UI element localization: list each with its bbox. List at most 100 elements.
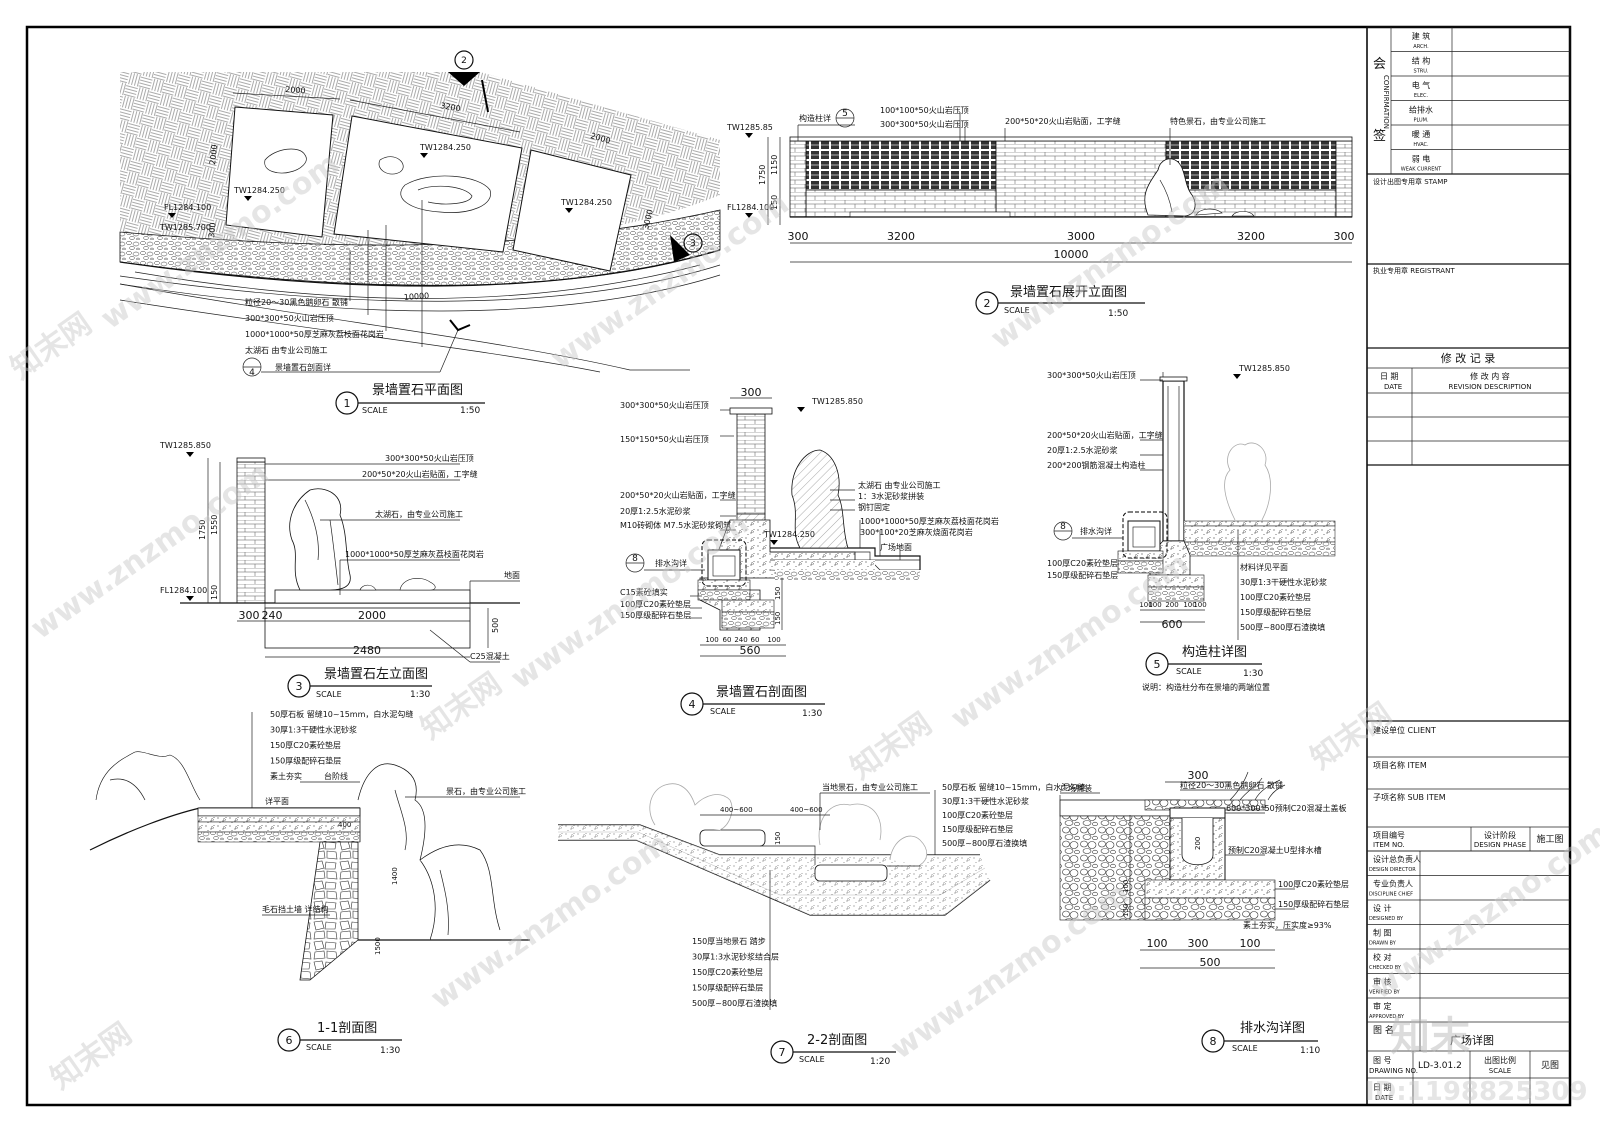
elev-tw: TW1285.85 [726, 123, 773, 132]
sec6-rock: 景石，由专业公司施工 [446, 786, 526, 796]
sec8-dim-1: 300 [1188, 937, 1209, 950]
view2-scale-label: SCALE [1004, 306, 1030, 315]
confirm-en: CONFIRMATION [1382, 75, 1390, 129]
view8-scale-label: SCALE [1232, 1044, 1258, 1053]
cut-marker-2-num: 2 [461, 56, 467, 66]
sec8-label-2: 600*300*50预制C20混凝土盖板 [1226, 803, 1346, 813]
view7-title: 2-2剖面图 [807, 1033, 867, 1048]
people-en-4: CHECKED BY [1369, 965, 1402, 971]
people-en-2: DESIGNED BY [1369, 916, 1404, 922]
sec8-v100: 100 [1122, 880, 1130, 893]
sec5-right-label-1: 30厚1:3干硬性水泥砂浆 [1240, 577, 1327, 587]
elev-h2: 1150 [770, 155, 779, 175]
view2-num: 2 [984, 297, 991, 310]
sec8-label-3: 预制C20混凝土U型排水槽 [1228, 845, 1322, 855]
sec7-d1: 400~600 [720, 806, 753, 814]
elev-h1: 1750 [758, 165, 767, 185]
discipline-en-1: STRU. [1414, 69, 1429, 75]
sec6-detail: 详平面 [265, 796, 289, 806]
sec4-dim-3: 60 [751, 636, 760, 644]
sec5-dim-0: 100 [1139, 601, 1152, 609]
elev-label-1: 300*300*50火山岩压顶 [880, 119, 969, 129]
sec4-dim-4: 100 [767, 636, 780, 644]
sec7-bottom-label-0: 150厚当地景石 踏步 [692, 936, 766, 946]
people-cn-3: 制 图 [1373, 928, 1392, 938]
plan-elev-3: TW1284.250 [560, 198, 612, 207]
drawing-no-cn: 图 号 [1373, 1056, 1392, 1065]
watermark-layer: www.znzmo.com www.znzmo.com www.znzmo.co… [5, 146, 1600, 1107]
left-dim-2000: 2000 [358, 609, 386, 622]
sec5-column [1162, 380, 1185, 542]
view6-title: 1-1剖面图 [317, 1021, 377, 1036]
drawing-title-cn: 图 名 [1373, 1024, 1394, 1036]
sec6-label-1: 30厚1:3干硬性水泥砂浆 [270, 725, 357, 735]
sec5-label-2: 20厚1:2.5水泥砂浆 [1047, 445, 1118, 455]
left-h2: 1550 [210, 515, 219, 535]
people-en-3: DRAWN BY [1369, 941, 1397, 947]
view4-scale-label: SCALE [710, 707, 736, 716]
plan-slab-3 [512, 149, 632, 272]
item-label: 项目名称 ITEM [1373, 760, 1427, 770]
left-dim-240: 240 [262, 609, 283, 622]
sec4-right-label-1: 1：3水泥砂浆拼装 [858, 491, 924, 501]
discipline-en-4: HVAC. [1413, 142, 1429, 148]
elev-dim-0: 300 [788, 230, 809, 243]
view2-title: 景墙置石展开立面图 [1010, 285, 1127, 300]
people-cn-6: 审 定 [1373, 1001, 1392, 1011]
sec4-drain-ref: 排水沟详 [655, 558, 687, 568]
sec8-label-0: 广场铺装 [1060, 783, 1092, 793]
plan-fl: FL1284.100 [164, 203, 211, 212]
plan-slab-2 [333, 115, 523, 253]
view8-title: 排水沟详图 [1240, 1021, 1305, 1036]
sec6-step-line: 台阶线 [324, 771, 348, 781]
discipline-en-5: WEAK CURRENT [1401, 167, 1442, 173]
view6-num: 6 [286, 1034, 293, 1047]
sec7-bottom-label-1: 30厚1:3水泥砂浆结合层 [692, 952, 779, 962]
plan-dim-3200: 3200 [440, 101, 462, 113]
sec7-bottom-label-4: 500厚~800厚石渣换填 [692, 998, 777, 1008]
sec4-left-label-7: 150厚级配碎石垫层 [620, 610, 691, 620]
column-detail-view: TW1285.850 300*300*50火山岩压顶200*50*20火山岩贴面… [1047, 364, 1336, 692]
sec5-label-3: 200*200钢筋混凝土构造柱 [1047, 460, 1146, 470]
discipline-cn-0: 建 筑 [1412, 31, 1431, 41]
sec4-left-label-3: 20厚1:2.5水泥砂浆 [620, 506, 691, 516]
sec6-retaining-wall [299, 841, 359, 981]
sec7-d150: 150 [774, 832, 782, 845]
sec8-cover [1169, 807, 1226, 819]
watermark-brand-5: 知末网 [45, 1016, 139, 1096]
view7-scale: 1:20 [870, 1057, 890, 1067]
sec6-d1400: 1400 [391, 867, 399, 885]
sec6-label-2: 150厚C20素砼垫层 [270, 740, 341, 750]
section-1-1-view: 50厚石板 留缝10~15mm，白水泥勾缝30厚1:3干硬性水泥砂浆150厚C2… [89, 709, 530, 1056]
elev-stone-left [805, 140, 997, 191]
sec4-dim-2: 240 [734, 636, 747, 644]
discipline-cn-1: 结 构 [1412, 56, 1431, 66]
scale-en: SCALE [1489, 1067, 1511, 1075]
revision-title: 修 改 记 录 [1441, 351, 1496, 365]
left-wall [236, 461, 266, 604]
people-cn-1: 专业负责人 [1373, 879, 1413, 889]
people-en-6: APPROVED BY [1369, 1014, 1405, 1020]
sec5-dim-4: 100 [1193, 601, 1206, 609]
sec8-label-1: 粒径20～30黑色鹅卵石 散铺 [1180, 780, 1283, 790]
sec4-left-label-0: 300*300*50火山岩压顶 [620, 400, 709, 410]
registrant-label: 执业专用章 REGISTRANT [1373, 266, 1455, 275]
people-cn-4: 校 对 [1373, 952, 1392, 962]
sec8-dim-0: 100 [1147, 937, 1168, 950]
left-h3: 150 [210, 585, 219, 600]
sec6-d400: 400 [338, 821, 351, 829]
elev-h3: 150 [770, 195, 779, 210]
people-en-0: DESIGN DIRECTOR [1369, 867, 1416, 873]
view5-title: 构造柱详图 [1182, 645, 1247, 660]
left-rock [289, 488, 351, 591]
plan-dim-300: 300 [207, 222, 218, 238]
plan-rock-2 [378, 156, 404, 175]
view3-scale-label: SCALE [316, 690, 342, 699]
sec7-step-1 [699, 829, 766, 847]
cut-marker-3 [683, 233, 703, 253]
sec8-label-6: 素土夯实，压实度≥93% [1243, 920, 1332, 930]
sec7-step-2 [814, 864, 888, 882]
sec5-dim-3: 100 [1183, 601, 1196, 609]
sec5-lower-label-1: 150厚级配碎石垫层 [1047, 570, 1118, 580]
